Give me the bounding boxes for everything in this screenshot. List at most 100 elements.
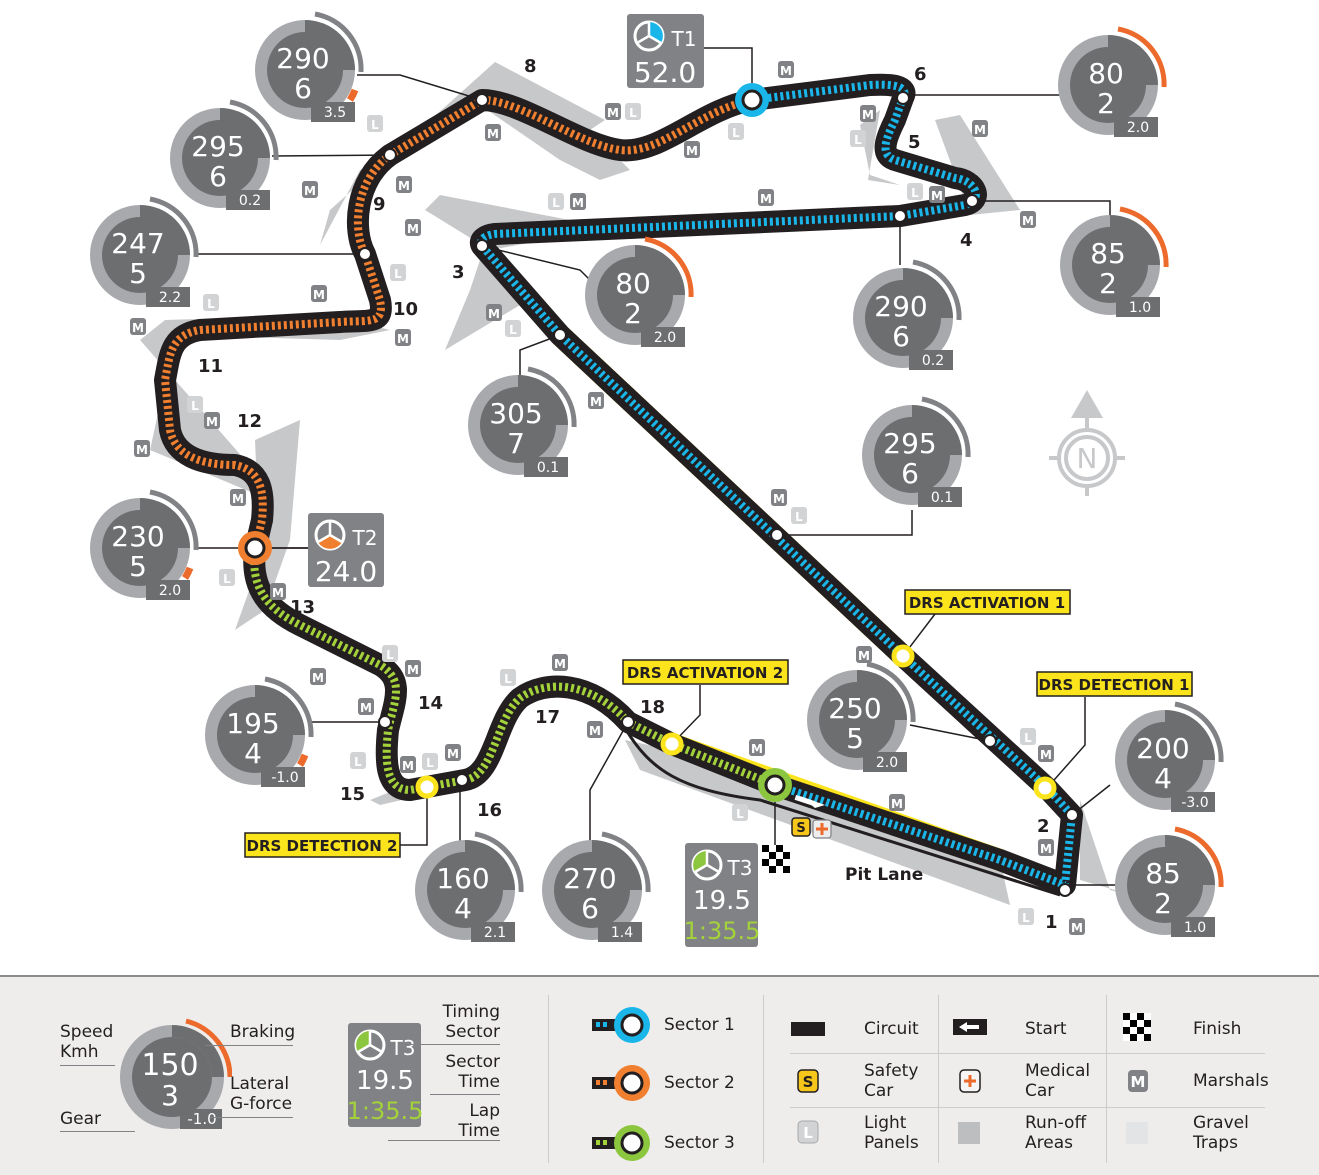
svg-text:M: M — [397, 332, 409, 346]
finish-flag-icon — [762, 845, 790, 873]
svg-text:52.0: 52.0 — [634, 56, 696, 89]
legend-sector-2-label: Sector 2 — [664, 1073, 735, 1093]
turn-10: 10 — [393, 299, 418, 320]
timing-box-t2: T2 24.0 — [308, 513, 384, 588]
svg-text:L: L — [1024, 731, 1032, 745]
svg-text:M: M — [780, 64, 792, 78]
gauge-gforce: 2.1 — [484, 925, 506, 941]
braking-arc — [644, 236, 694, 298]
light-panel-marker-icon: L — [732, 804, 748, 821]
turn-9: 9 — [373, 194, 386, 215]
turn-1: 1 — [1045, 912, 1058, 933]
leader-lines — [195, 47, 1115, 886]
marshal-marker-icon: M — [1020, 211, 1036, 228]
marshal-marker-icon: M — [570, 193, 586, 210]
gauge-gear: 2 — [1099, 267, 1117, 300]
svg-text:M: M — [1131, 1073, 1146, 1091]
turn-3: 3 — [452, 262, 465, 283]
svg-text:M: M — [312, 671, 324, 685]
svg-text:S: S — [803, 1073, 814, 1091]
svg-text:3: 3 — [161, 1079, 179, 1112]
svg-text:L: L — [795, 510, 803, 524]
gauge-speed: 247 — [111, 227, 164, 260]
gauge-gear: 7 — [507, 427, 525, 460]
turn-14: 14 — [418, 693, 443, 714]
gauge-speed: 230 — [111, 520, 164, 553]
svg-text:M: M — [590, 395, 602, 409]
braking-arc — [866, 661, 916, 723]
legend-marshal-icon: M — [1128, 1070, 1148, 1092]
gauge-speed: 80 — [615, 267, 651, 300]
light-panel-marker-icon: L — [1018, 908, 1034, 925]
light-panel-marker-icon: L — [187, 396, 203, 413]
svg-text:150: 150 — [141, 1048, 198, 1083]
legend-speed-label: Speed — [60, 1022, 114, 1042]
legend-lateral-label: Lateral — [230, 1074, 290, 1094]
svg-text:19.5: 19.5 — [693, 886, 751, 916]
svg-text:L: L — [207, 297, 215, 311]
marshal-marker-icon: M — [400, 756, 416, 773]
svg-text:-1.0: -1.0 — [187, 1110, 216, 1128]
marshal-marker-icon: M — [1038, 745, 1054, 762]
marshal-marker-icon: M — [134, 440, 150, 457]
legend-sector-3-label: Sector 3 — [664, 1133, 735, 1153]
gauges: 29063.529560.224752.223052.01954-1.01604… — [90, 11, 1224, 942]
turn-16: 16 — [477, 800, 502, 821]
marshal-marker-icon: M — [358, 698, 374, 715]
runoff-area — [1080, 800, 1150, 900]
marshal-marker-icon: M — [311, 285, 327, 302]
svg-text:L: L — [394, 267, 402, 281]
light-panel-marker-icon: L — [390, 264, 406, 281]
gauge-gear: 6 — [209, 160, 227, 193]
drs-label-detection-1: DRS DETECTION 1 — [1036, 671, 1193, 697]
svg-text:T3: T3 — [727, 856, 753, 880]
marshal-marker-icon: M — [396, 176, 412, 193]
marshal-marker-icon: M — [130, 318, 146, 335]
svg-text:M: M — [232, 492, 244, 506]
braking-arc — [921, 396, 971, 458]
gauge-gforce: 0.1 — [931, 490, 953, 506]
legend-braking-label: Braking — [230, 1022, 296, 1042]
light-panel-marker-icon: L — [625, 103, 641, 120]
legend-sector-1-label: Sector 1 — [664, 1015, 735, 1035]
runoff-area — [445, 260, 520, 350]
svg-text:L: L — [371, 118, 379, 132]
gauge-gear: 6 — [581, 892, 599, 925]
marshal-marker-icon: M — [1038, 839, 1054, 856]
drs-label-detection-2: DRS DETECTION 2 — [244, 832, 401, 858]
drs-label-activation-1: DRS ACTIVATION 1 — [904, 589, 1071, 615]
marshal-marker-icon: M — [758, 189, 774, 206]
gauge-speed: 270 — [563, 862, 616, 895]
legend-safety-car-label-2: Car — [864, 1081, 894, 1101]
legend-light-panels-label-1: Light — [864, 1113, 907, 1133]
braking-arc — [314, 11, 364, 73]
gauge-gear: 6 — [892, 320, 910, 353]
gauge-speed: 200 — [1136, 732, 1189, 765]
gauge-gforce: -3.0 — [1181, 795, 1208, 811]
gauge-speed: 195 — [226, 707, 279, 740]
drs-detection-1-point — [1033, 776, 1057, 800]
marshal-marker-icon: M — [749, 739, 765, 756]
svg-text:M: M — [407, 663, 419, 677]
turn-12: 12 — [237, 411, 262, 432]
sector-point-2 — [238, 531, 272, 565]
svg-text:M: M — [360, 701, 372, 715]
marshal-marker-icon: M — [587, 721, 603, 738]
svg-text:L: L — [354, 755, 362, 769]
legend-light-panel-icon: L — [797, 1120, 819, 1144]
svg-text:N: N — [1077, 442, 1098, 475]
marshal-marker-icon: M — [1069, 918, 1085, 935]
legend-runoff-label-2: Areas — [1025, 1133, 1073, 1153]
marshal-marker-icon: M — [204, 412, 220, 429]
drs-activation-2-point — [660, 732, 684, 756]
marshal-marker-icon: M — [302, 181, 318, 198]
legend-gravel-swatch — [1126, 1122, 1148, 1144]
gauge-speed: 295 — [191, 130, 244, 163]
legend-light-panels-label-2: Panels — [864, 1133, 919, 1153]
svg-text:M: M — [447, 747, 459, 761]
light-panel-marker-icon: L — [382, 645, 398, 662]
legend-timing-sector-label: Sector — [445, 1022, 500, 1042]
